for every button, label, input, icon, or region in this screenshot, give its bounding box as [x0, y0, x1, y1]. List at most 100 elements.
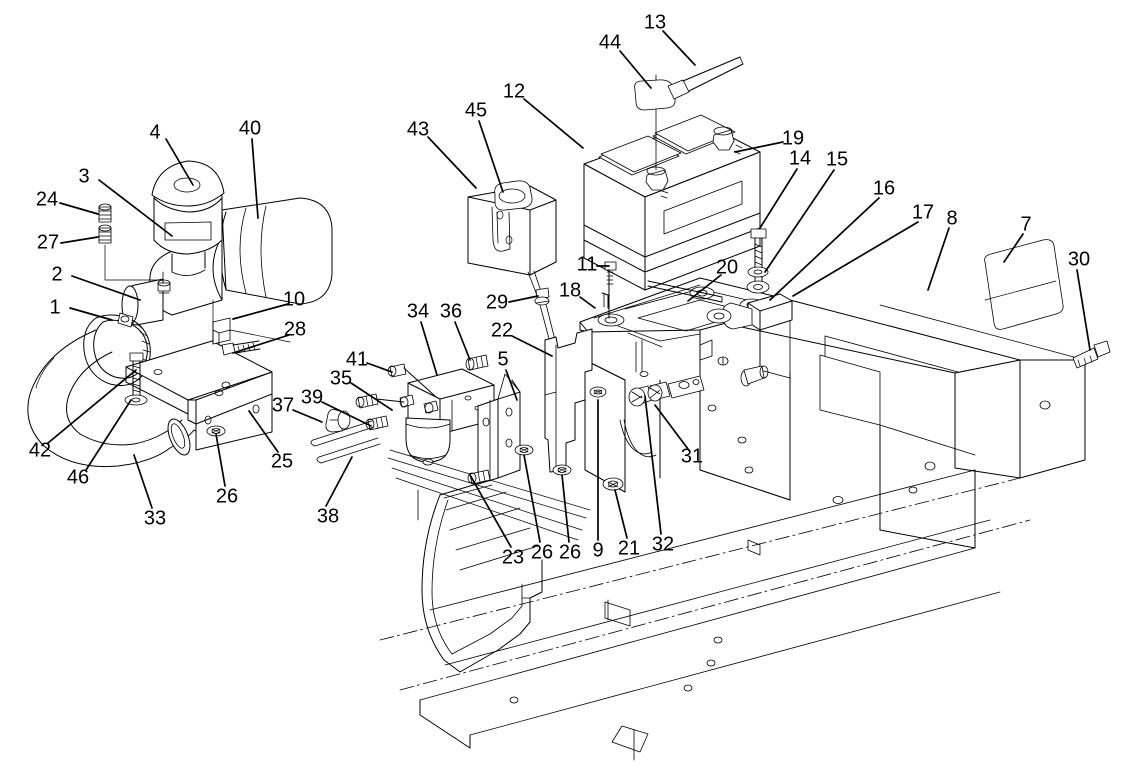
- callout-number-9: 9: [592, 539, 603, 561]
- fitting-36: [465, 354, 489, 371]
- callout-number-26: 26: [216, 485, 238, 507]
- callout-number-46: 46: [67, 466, 89, 488]
- callout-number-3: 3: [78, 165, 89, 187]
- leader-line-19: [734, 141, 784, 153]
- leader-line-7: [1003, 233, 1024, 263]
- callout-number-40: 40: [239, 117, 261, 139]
- callout-number-8: 8: [946, 207, 957, 229]
- fitting-41: [387, 363, 437, 398]
- callout-number-7: 7: [1020, 213, 1031, 235]
- callout-number-33: 33: [144, 507, 166, 529]
- bolt-28: [221, 340, 261, 356]
- front-shield: [417, 479, 543, 673]
- leader-line-31: [654, 404, 689, 450]
- callout-number-43: 43: [407, 118, 429, 140]
- callout-number-31: 31: [681, 445, 703, 467]
- callout-number-5: 5: [497, 348, 508, 370]
- leader-line-38: [325, 456, 353, 507]
- callout-number-28: 28: [284, 318, 306, 340]
- callout-number-17: 17: [912, 201, 934, 223]
- leader-line-15: [764, 169, 835, 273]
- leader-line-42: [47, 369, 137, 444]
- leader-line-14: [759, 168, 798, 229]
- callout-number-11: 11: [577, 253, 598, 275]
- bolt-23: [467, 469, 491, 485]
- leader-line-43: [427, 136, 477, 189]
- leader-line-40: [251, 138, 259, 219]
- leader-line-26: [561, 474, 570, 543]
- callout-number-39: 39: [301, 386, 323, 408]
- fitting-39: [365, 415, 389, 431]
- callout-number-38: 38: [317, 505, 339, 527]
- callout-number-26: 26: [559, 541, 581, 563]
- callout-leaders: [47, 30, 1091, 548]
- callout-number-2: 2: [51, 263, 62, 285]
- decal-plate: [984, 239, 1064, 330]
- battery: [583, 74, 761, 291]
- screw-11: [604, 261, 617, 319]
- callout-number-29: 29: [486, 291, 508, 313]
- callout-number-30: 30: [1068, 248, 1090, 270]
- leader-line-10: [232, 303, 289, 320]
- leader-line-39: [321, 401, 372, 427]
- leader-line-12: [523, 98, 584, 149]
- leader-line-18: [579, 296, 596, 309]
- leader-line-4: [165, 138, 194, 186]
- leader-line-34: [420, 321, 438, 376]
- nut-26-a: [514, 444, 534, 456]
- callout-number-1: 1: [49, 296, 60, 318]
- leader-line-3: [98, 179, 173, 237]
- deck-details: [617, 325, 769, 387]
- bolt-42: [129, 352, 144, 401]
- callout-number-15: 15: [826, 148, 848, 170]
- callout-number-42: 42: [29, 439, 51, 461]
- fuel-filter: [399, 368, 495, 466]
- leader-line-23: [469, 474, 512, 548]
- rail-8: [824, 335, 959, 373]
- leader-line-26: [523, 454, 541, 543]
- nut-26-b: [552, 464, 572, 476]
- battery-clamp-17: [706, 293, 793, 331]
- leader-line-33: [133, 454, 153, 509]
- fitting-29: [534, 287, 550, 306]
- callout-number-26: 26: [531, 541, 553, 563]
- leader-line-8: [927, 227, 950, 291]
- leader-line-46: [85, 399, 132, 471]
- intake-hose: [27, 329, 201, 468]
- elbow-37: [325, 409, 351, 433]
- washer-15: [747, 266, 769, 278]
- callout-number-45: 45: [465, 99, 487, 121]
- callout-number-4: 4: [149, 121, 160, 143]
- battery-cable: [634, 56, 744, 111]
- leader-line-32: [644, 395, 662, 535]
- callout-number-27: 27: [37, 231, 59, 253]
- leader-line-16: [769, 197, 880, 301]
- leader-line-44: [619, 50, 652, 89]
- callout-number-16: 16: [873, 177, 895, 199]
- callout-number-20: 20: [716, 256, 738, 278]
- callout-number-19: 19: [782, 127, 804, 149]
- callout-number-44: 44: [599, 31, 621, 53]
- callout-number-36: 36: [440, 300, 462, 322]
- leader-line-28: [232, 334, 290, 354]
- leader-line-24: [59, 202, 99, 215]
- callout-number-12: 12: [503, 80, 525, 102]
- callout-number-34: 34: [407, 300, 429, 322]
- fitting-35: [355, 393, 405, 409]
- leader-line-29: [508, 295, 539, 303]
- callout-number-18: 18: [559, 279, 581, 301]
- callout-number-37: 37: [272, 394, 294, 416]
- callout-number-41: 41: [346, 348, 368, 370]
- callout-number-21: 21: [618, 537, 640, 559]
- callout-number-22: 22: [491, 319, 513, 341]
- leader-line-27: [60, 236, 99, 244]
- callout-number-23: 23: [502, 546, 524, 568]
- bracket-5: [477, 373, 521, 485]
- leader-line-5: [505, 369, 518, 401]
- callout-number-13: 13: [644, 11, 666, 33]
- chassis-frame: [379, 299, 1086, 761]
- leader-line-13: [662, 30, 696, 66]
- leader-line-35: [350, 382, 393, 411]
- leader-line-30: [1076, 269, 1091, 351]
